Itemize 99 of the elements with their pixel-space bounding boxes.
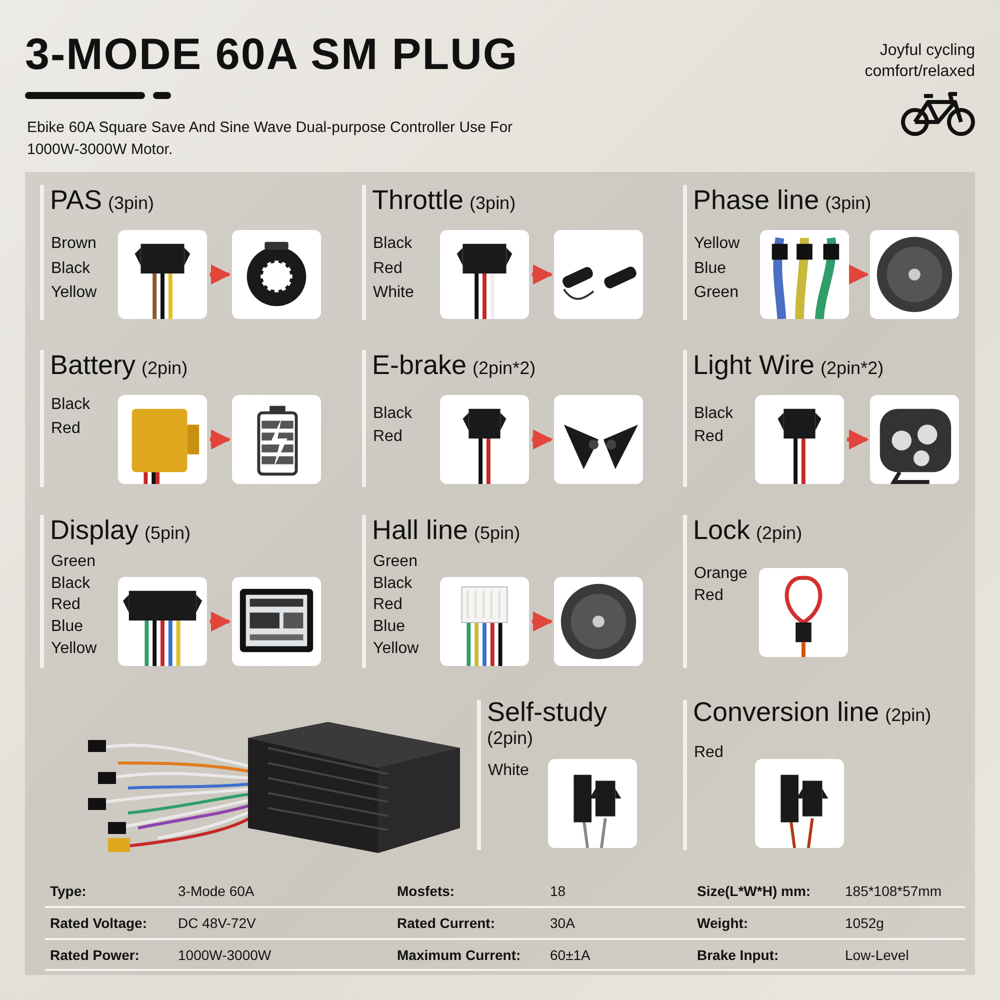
wire-color: Yellow <box>694 235 740 253</box>
arrow <box>532 264 553 284</box>
arrow <box>210 264 231 284</box>
pin-count: (5pin) <box>474 523 520 544</box>
wire-color: Blue <box>694 260 726 278</box>
wire-color: Red <box>694 744 724 762</box>
spec-value: 60±1A <box>550 947 590 963</box>
title: 3-MODE 60A SM PLUG <box>25 30 518 80</box>
spec-label: Mosfets: <box>397 883 455 899</box>
arrow <box>532 430 553 450</box>
wire-color: Green <box>694 284 738 302</box>
plug-drawing <box>118 395 207 484</box>
spec-value: 185*108*57mm <box>845 883 942 899</box>
spec-label: Rated Current: <box>397 915 496 931</box>
spec-value: DC 48V-72V <box>178 915 256 931</box>
wire-color: Red <box>373 428 402 446</box>
spec-value: 1052g <box>845 915 884 931</box>
pin-count: (2pin) <box>885 705 932 726</box>
wire-color: Yellow <box>51 284 97 302</box>
wire-color: Brown <box>51 235 96 253</box>
spec-label: Rated Voltage: <box>50 915 147 931</box>
spec-value: 1000W-3000W <box>178 947 272 963</box>
hub-motor-drawing <box>554 577 643 666</box>
wire-loop-drawing <box>759 568 848 657</box>
arrow <box>210 612 231 632</box>
section-heading: Display <box>50 515 139 546</box>
wire-color: Black <box>51 574 90 593</box>
wire-color: Blue <box>373 618 406 636</box>
wire-color: Red <box>373 260 402 278</box>
section-heading: Hall line <box>372 515 468 546</box>
section-heading: Phase line <box>693 185 820 216</box>
sensor-disc-drawing <box>232 230 321 319</box>
wire-color: Black <box>373 405 412 423</box>
pin-count: (3pin) <box>470 193 516 214</box>
tagline: Joyful cycling comfort/relaxed <box>864 41 975 82</box>
wire-color: Orange <box>694 565 748 583</box>
pin-count: (5pin) <box>144 523 191 544</box>
wire-color: Black <box>694 405 734 423</box>
plug-drawing <box>118 577 207 666</box>
throttle-grip-drawing <box>554 230 643 319</box>
plug-drawing <box>548 759 637 848</box>
wire-color: Black <box>51 260 90 278</box>
arrow <box>847 430 869 450</box>
plug-drawing <box>755 395 844 484</box>
spec-value: 18 <box>550 883 566 899</box>
pin-count: (3pin) <box>108 193 154 214</box>
wire-color: Red <box>694 587 724 605</box>
wire-color: Black <box>373 235 412 253</box>
subtitle: Ebike 60A Square Save And Sine Wave Dual-purpose Controller Use For 1000W-3000W Motor. <box>27 118 514 160</box>
arrow <box>210 430 231 450</box>
section-heading: Light Wire <box>693 350 815 381</box>
wire-color: Yellow <box>373 640 419 658</box>
spec-label: Brake Input: <box>697 947 779 963</box>
section-heading: Self-study <box>487 697 608 728</box>
battery-icon <box>232 395 321 484</box>
wire-color: Blue <box>51 618 84 636</box>
section-heading: Battery <box>50 350 136 381</box>
wire-color: Red <box>51 596 80 614</box>
wire-color: Green <box>51 553 96 571</box>
wire-color: Black <box>51 396 90 414</box>
plug-drawing <box>118 230 207 319</box>
wire-color: Red <box>694 428 724 446</box>
section-heading: Conversion line <box>693 697 880 728</box>
plug-drawing <box>440 577 529 666</box>
pin-count: (2pin) <box>756 523 802 544</box>
wire-color: Green <box>373 553 418 571</box>
section-heading: E-brake <box>372 350 467 381</box>
pin-count: (2pin) <box>142 358 188 379</box>
arrow <box>849 264 869 284</box>
wire-color: Red <box>373 596 402 614</box>
wire-color: Black <box>373 574 412 593</box>
headlight-drawing <box>870 395 959 484</box>
spec-label: Size(L*W*H) mm: <box>697 883 811 899</box>
wire-color: White <box>488 762 529 780</box>
spec-label: Maximum Current: <box>397 947 521 963</box>
spec-label: Weight: <box>697 915 748 931</box>
wire-color: Red <box>51 420 80 438</box>
plug-drawing <box>755 759 844 848</box>
section-heading: PAS <box>50 185 102 216</box>
section-heading: Throttle <box>372 185 464 216</box>
pin-count: (2pin) <box>487 728 534 749</box>
pin-count: (3pin) <box>825 193 872 214</box>
spec-value: 3-Mode 60A <box>178 883 254 899</box>
hub-motor-drawing <box>870 230 959 319</box>
section-heading: Lock <box>693 515 750 546</box>
display-drawing <box>232 577 321 666</box>
spec-value: 30A <box>550 915 575 931</box>
pin-count: (2pin*2) <box>820 358 884 379</box>
wire-color: White <box>373 284 414 302</box>
arrow <box>532 612 553 632</box>
wire-color: Yellow <box>51 640 97 658</box>
brake-lever-drawing <box>554 395 643 484</box>
spec-label: Rated Power: <box>50 947 140 963</box>
cable-drawing <box>760 230 849 319</box>
spec-value: Low-Level <box>845 947 909 963</box>
pin-count: (2pin*2) <box>472 358 536 379</box>
spec-label: Type: <box>50 883 86 899</box>
plug-drawing <box>440 230 529 319</box>
plug-drawing <box>440 395 529 484</box>
